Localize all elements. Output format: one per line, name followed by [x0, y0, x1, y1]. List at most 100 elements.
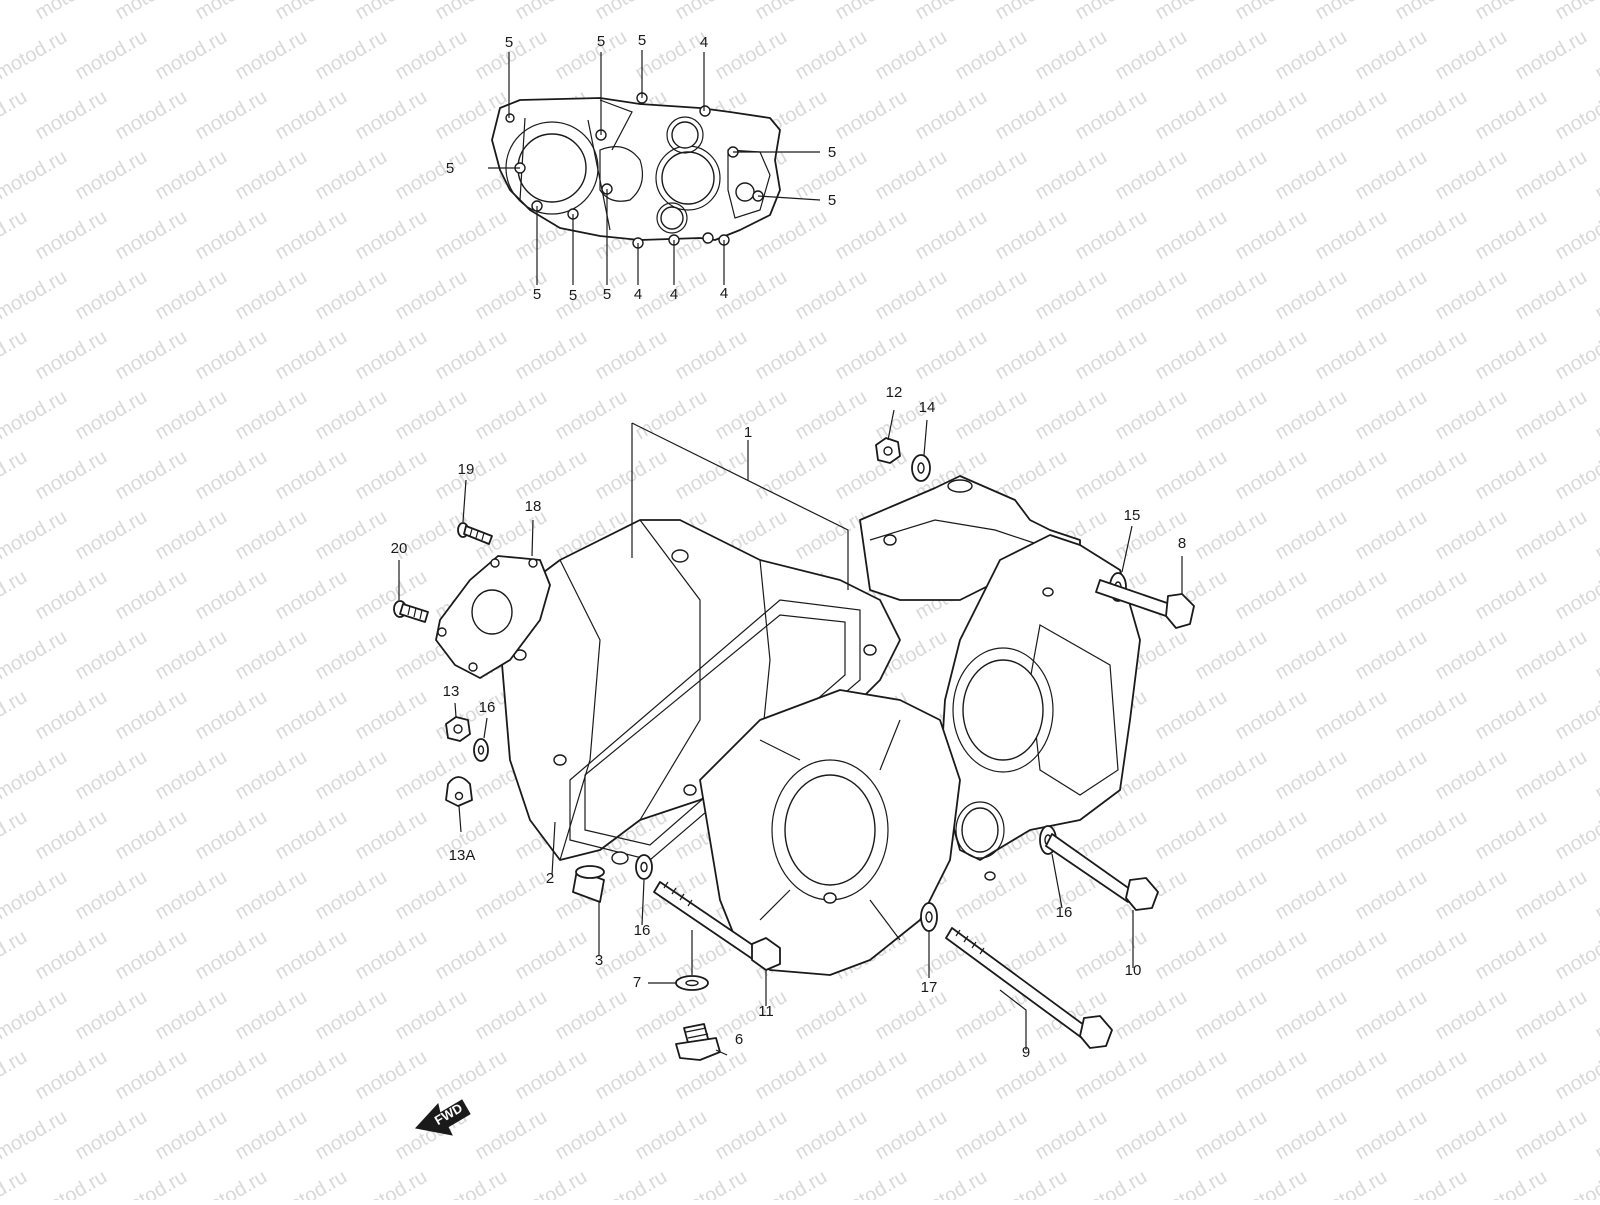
watermark-text: motod.ru	[1432, 386, 1511, 445]
watermark-text: motod.ru	[992, 1046, 1071, 1105]
watermark-text: motod.ru	[352, 1166, 431, 1200]
callout-13: 13	[443, 683, 460, 700]
watermark-text: motod.ru	[1592, 1106, 1600, 1165]
watermark-text: motod.ru	[1512, 266, 1591, 325]
watermark-text: motod.ru	[1152, 1166, 1231, 1200]
callout-8: 8	[1178, 535, 1186, 552]
watermark-text: motod.ru	[312, 146, 391, 205]
top-case-bore-small	[672, 122, 698, 148]
watermark-text: motod.ru	[0, 86, 31, 145]
watermark-text: motod.ru	[1472, 566, 1551, 625]
watermark-text: motod.ru	[72, 26, 151, 85]
watermark-text: motod.ru	[272, 86, 351, 145]
watermark-text: motod.ru	[912, 1166, 991, 1200]
watermark-text: motod.ru	[112, 0, 191, 24]
watermark-text: motod.ru	[1072, 1166, 1151, 1200]
callout-9: 9	[1022, 1044, 1030, 1061]
watermark-text: motod.ru	[32, 1046, 111, 1105]
watermark-text: motod.ru	[232, 626, 311, 685]
watermark-text: motod.ru	[272, 566, 351, 625]
watermark-text: motod.ru	[752, 326, 831, 385]
watermark-text: motod.ru	[112, 206, 191, 265]
watermark-text: motod.ru	[672, 0, 751, 24]
watermark-text: motod.ru	[472, 986, 551, 1045]
watermark-text: motod.ru	[32, 0, 111, 24]
watermark-text: motod.ru	[1152, 206, 1231, 265]
watermark-text: motod.ru	[0, 746, 71, 805]
watermark-text: motod.ru	[872, 26, 951, 85]
watermark-text: motod.ru	[392, 386, 471, 445]
watermark-text: motod.ru	[0, 26, 71, 85]
watermark-text: motod.ru	[552, 1106, 631, 1165]
watermark-text: motod.ru	[1272, 506, 1351, 565]
callout-4: 4	[700, 34, 708, 51]
watermark-text: motod.ru	[1152, 0, 1231, 24]
watermark-text: motod.ru	[1072, 86, 1151, 145]
watermark-text: motod.ru	[152, 626, 231, 685]
watermark-text: motod.ru	[272, 326, 351, 385]
watermark-text: motod.ru	[352, 686, 431, 745]
watermark-text: motod.ru	[0, 626, 71, 685]
watermark-text: motod.ru	[1352, 506, 1431, 565]
watermark-text: motod.ru	[72, 506, 151, 565]
watermark-text: motod.ru	[1432, 626, 1511, 685]
watermark-text: motod.ru	[352, 206, 431, 265]
watermark-text: motod.ru	[1552, 0, 1600, 24]
watermark-text: motod.ru	[152, 146, 231, 205]
watermark-text: motod.ru	[1272, 626, 1351, 685]
watermark-text: motod.ru	[1592, 626, 1600, 685]
watermark-text: motod.ru	[1232, 566, 1311, 625]
watermark-text: motod.ru	[1592, 146, 1600, 205]
watermark-text: motod.ru	[232, 1106, 311, 1165]
watermark-text: motod.ru	[1472, 86, 1551, 145]
watermark-text: motod.ru	[0, 266, 71, 325]
watermark-text: motod.ru	[112, 446, 191, 505]
watermark-text: motod.ru	[912, 86, 991, 145]
main-case-bearing-rear	[963, 660, 1043, 760]
watermark-text: motod.ru	[72, 746, 151, 805]
watermark-text: motod.ru	[1472, 1166, 1551, 1200]
watermark-text: motod.ru	[1592, 266, 1600, 325]
part-17-washer	[921, 903, 937, 931]
watermark-text: motod.ru	[1352, 146, 1431, 205]
watermark-text: motod.ru	[112, 326, 191, 385]
part-19-screw	[458, 523, 492, 544]
watermark-text: motod.ru	[0, 326, 31, 385]
watermark-text: motod.ru	[272, 0, 351, 24]
callout-2: 2	[546, 870, 554, 887]
watermark-text: motod.ru	[432, 1046, 511, 1105]
watermark-text: motod.ru	[1112, 1106, 1191, 1165]
callout-16: 16	[479, 699, 496, 716]
watermark-text: motod.ru	[1312, 566, 1391, 625]
watermark-text: motod.ru	[1232, 926, 1311, 985]
watermark-text: motod.ru	[392, 866, 471, 925]
callout-4: 4	[670, 286, 678, 303]
watermark-text: motod.ru	[1512, 866, 1591, 925]
watermark-text: motod.ru	[512, 0, 591, 24]
watermark-text: motod.ru	[1352, 746, 1431, 805]
watermark-text: motod.ru	[1232, 0, 1311, 24]
callout-5: 5	[828, 144, 836, 161]
watermark-text: motod.ru	[1112, 26, 1191, 85]
callout-4: 4	[634, 286, 642, 303]
watermark-text: motod.ru	[792, 506, 871, 565]
watermark-text: motod.ru	[1152, 86, 1231, 145]
watermark-text: motod.ru	[312, 26, 391, 85]
callout-5: 5	[505, 34, 513, 51]
watermark-text: motod.ru	[1112, 146, 1191, 205]
watermark-text: motod.ru	[1312, 206, 1391, 265]
watermark-text: motod.ru	[432, 0, 511, 24]
watermark-text: motod.ru	[792, 266, 871, 325]
watermark-text: motod.ru	[1152, 326, 1231, 385]
watermark-text: motod.ru	[1152, 806, 1231, 865]
watermark-text: motod.ru	[1312, 326, 1391, 385]
watermark-text: motod.ru	[1552, 326, 1600, 385]
part-7-washer	[676, 976, 708, 990]
watermark-text: motod.ru	[152, 386, 231, 445]
watermark-text: motod.ru	[1552, 446, 1600, 505]
watermark-text: motod.ru	[632, 1106, 711, 1165]
watermark-text: motod.ru	[1312, 686, 1391, 745]
watermark-text: motod.ru	[192, 446, 271, 505]
watermark-text: motod.ru	[1032, 386, 1111, 445]
callout-3: 3	[595, 952, 603, 969]
